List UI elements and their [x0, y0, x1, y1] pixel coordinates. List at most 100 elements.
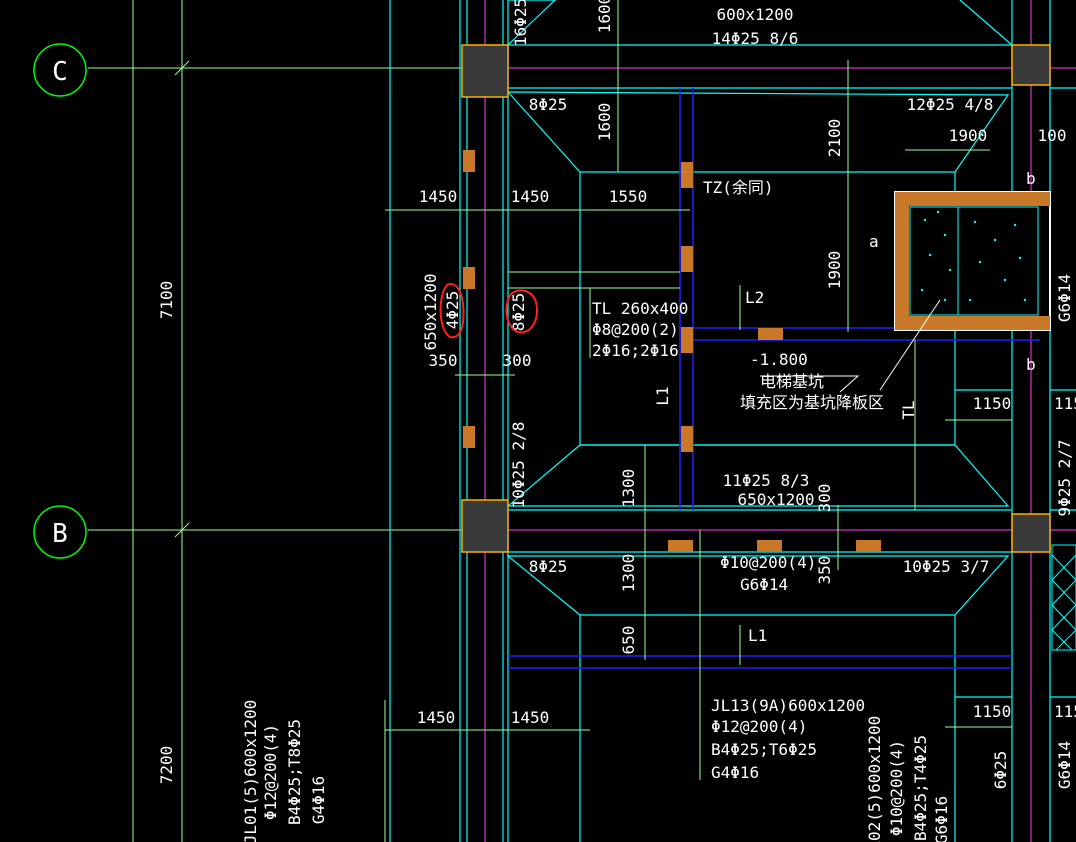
label-jl01-line4: G4Φ16: [309, 776, 328, 824]
label-rebar-8phi25-low: 8Φ25: [529, 557, 568, 576]
label-beam-top-rebar: 14Φ25 8/6: [712, 29, 799, 48]
label-tag-b-lower: b: [1026, 355, 1036, 374]
label-tl-line2: Φ8@200(2): [592, 320, 679, 339]
dim-tick-b: [174, 522, 190, 538]
label-dim-1150-b-cut: 115: [1054, 702, 1076, 721]
label-dim-1150-b: 1150: [973, 702, 1012, 721]
label-tag-b-upper: b: [1026, 169, 1036, 188]
label-stirrup-phi10: Φ10@200(4): [720, 553, 816, 572]
axis-bubble-c: C: [33, 43, 87, 97]
label-jl13-line1: JL13(9A)600x1200: [711, 696, 865, 715]
label-tz: TZ(余同): [703, 178, 774, 197]
red-markups: [439, 282, 538, 339]
axis-extension-lines: [88, 67, 460, 531]
label-dim-100: 100: [1038, 126, 1067, 145]
label-top-left-rebar: 16Φ25: [511, 0, 530, 46]
dim-span-below-b: 7200: [157, 746, 176, 785]
label-dim-1150-a: 1150: [973, 394, 1012, 413]
label-rebar-8phi25-top: 8Φ25: [529, 95, 568, 114]
stud-column-11[interactable]: [856, 540, 881, 552]
label-dim-350-v: 350: [815, 556, 834, 585]
label-dim-1450-a: 1450: [419, 187, 458, 206]
dim-span-cb: 7100: [157, 281, 176, 320]
pit-dots: [920, 210, 1027, 302]
column-c-left[interactable]: [461, 44, 509, 98]
label-rebar-8phi25-mid: 8Φ25: [509, 293, 528, 332]
elevator-pit: [760, 191, 1051, 393]
label-l1-vertical: L1: [653, 386, 672, 405]
label-jl01-line2: Φ12@200(4): [261, 724, 280, 820]
left-dimension-lines: [132, 0, 190, 842]
label-dim-1300-b: 1300: [619, 554, 638, 593]
stud-column-6[interactable]: [681, 327, 693, 353]
outline-top-diag-left: [507, 0, 556, 46]
label-jl13-line3: B4Φ25;T6Φ25: [711, 740, 817, 759]
pit-wall-bottom: [895, 316, 1050, 330]
label-l1-horizontal: L1: [748, 626, 767, 645]
label-dim-2100: 2100: [825, 119, 844, 158]
pit-inner: [909, 206, 1039, 316]
stud-column-1[interactable]: [463, 150, 475, 172]
stud-column-5[interactable]: [681, 246, 693, 272]
label-rebar-11phi25: 11Φ25 8/3: [723, 471, 810, 490]
level-marker: [760, 375, 860, 393]
stud-column-7[interactable]: [681, 426, 693, 452]
label-dim-1900: 1900: [949, 126, 988, 145]
label-dim-300-v: 300: [815, 484, 834, 513]
label-jl13-line4: G4Φ16: [711, 763, 759, 782]
hatch-frame: [1051, 544, 1076, 651]
label-rebar-6phi25: 6Φ25: [991, 751, 1010, 790]
stud-column-8[interactable]: [758, 328, 783, 340]
annotations: 600x1200 14Φ25 8/6 16Φ25 1600 1600 8Φ25 …: [241, 0, 1076, 842]
label-dim-350: 350: [429, 351, 458, 370]
pit-wall-left: [895, 192, 909, 330]
label-dim-1600b: 1600: [595, 103, 614, 142]
red-markup-4phi25[interactable]: [439, 282, 465, 339]
axis-bubble-b-circle: [33, 505, 87, 559]
axis-label-c: C: [52, 57, 68, 87]
stud-columns: [463, 150, 881, 552]
label-dim-300: 300: [503, 351, 532, 370]
label-dim-1900-v: 1900: [825, 251, 844, 290]
label-dim-1450-d: 1450: [511, 708, 550, 727]
label-jl13-line2: Φ12@200(4): [711, 717, 807, 736]
label-jl01-line1: JL01(5)600x1200: [241, 700, 260, 842]
label-dim-650: 650: [619, 626, 638, 655]
outline-top-diag-right: [959, 0, 1013, 46]
label-tl-vertical: TL: [899, 400, 918, 419]
label-jl02-line1: JL02(5)600x1200: [865, 716, 884, 842]
label-right-g6phi14: G6Φ14: [1055, 274, 1074, 322]
stud-column-9[interactable]: [668, 540, 693, 552]
label-dim-1600a: 1600: [595, 0, 614, 33]
label-jl02-line4: G6Φ16: [932, 796, 951, 842]
label-tag-a: a: [869, 232, 879, 251]
red-markup-8phi25[interactable]: [505, 289, 538, 334]
label-jl02-line3: B4Φ25;T4Φ25: [911, 735, 930, 841]
label-jl01-line3: B4Φ25;T8Φ25: [285, 719, 304, 825]
pit-leader: [879, 299, 941, 391]
label-right-g6phi14-low: G6Φ14: [1055, 741, 1074, 789]
label-dim-1450-b: 1450: [511, 187, 550, 206]
dim-tick-c: [174, 60, 190, 76]
stud-column-3[interactable]: [463, 426, 475, 448]
column-b-right[interactable]: [1011, 513, 1051, 553]
pit-wall-top: [895, 192, 1050, 206]
label-g6phi14: G6Φ14: [740, 575, 788, 594]
label-rebar-10phi25-v: 10Φ25 2/8: [509, 422, 528, 509]
stud-column-2[interactable]: [463, 267, 475, 289]
label-dim-1450-c: 1450: [417, 708, 456, 727]
column-b-left[interactable]: [461, 499, 509, 553]
stud-column-4[interactable]: [681, 162, 693, 188]
stud-column-10[interactable]: [757, 540, 782, 552]
label-level: -1.800: [750, 350, 808, 369]
right-hatch-panel: [1051, 544, 1076, 651]
column-c-right[interactable]: [1011, 44, 1051, 86]
green-dimension-lines: [384, 0, 1012, 842]
label-l2: L2: [745, 288, 764, 307]
pit-outline[interactable]: [894, 191, 1051, 331]
axis-bubble-b: B: [33, 505, 87, 559]
label-right-rebar-v: 9Φ25 2/7: [1055, 439, 1074, 516]
label-col-size-vert: 650x1200: [421, 273, 440, 350]
